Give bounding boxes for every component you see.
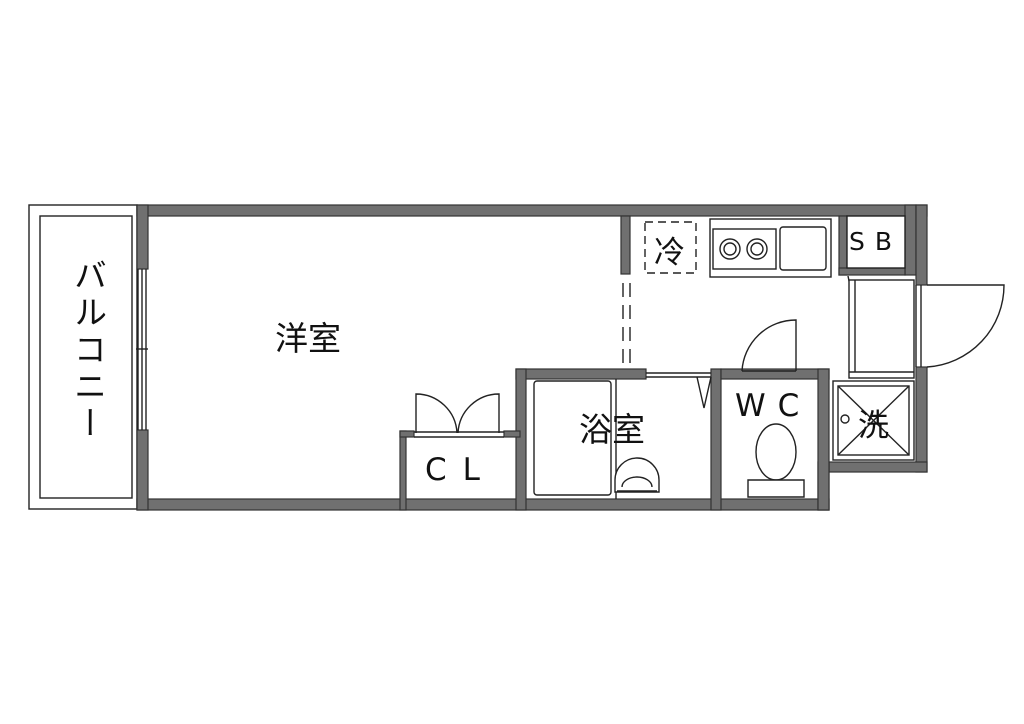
entry-doors xyxy=(847,275,1005,379)
kitchen xyxy=(644,218,832,278)
label-toilet: WC xyxy=(735,388,811,424)
toilet-fixture xyxy=(747,423,805,498)
label-closet: CL xyxy=(425,452,496,488)
shoe-box xyxy=(838,215,906,276)
label-bathroom: 浴室 xyxy=(579,410,645,449)
balcony xyxy=(28,204,138,510)
label-washer: 洗 xyxy=(858,408,889,444)
wc-door xyxy=(741,319,797,372)
label-shoe-box: SB xyxy=(849,227,902,256)
label-western-room: 洋室 xyxy=(275,319,341,358)
bath-basin xyxy=(614,457,660,493)
label-balcony: バルコニー xyxy=(69,258,108,443)
room-boundary-dashed xyxy=(622,283,631,370)
label-refrigerator: 冷 xyxy=(654,235,685,271)
washer-pan xyxy=(832,380,915,461)
balcony-window xyxy=(136,269,148,430)
closet-doors xyxy=(415,393,500,434)
